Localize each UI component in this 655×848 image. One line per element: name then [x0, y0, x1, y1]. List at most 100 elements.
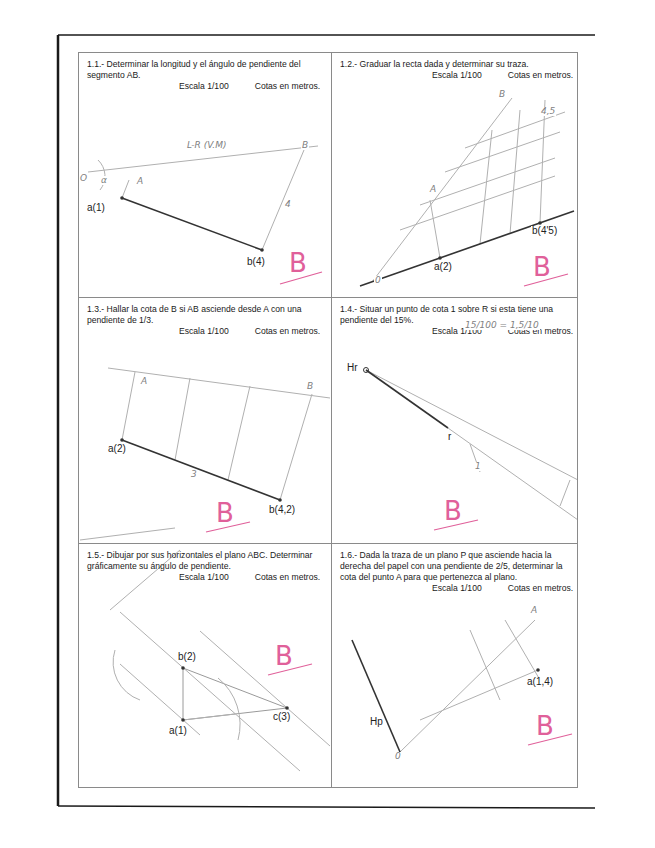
scale-note: Escala 1/100: [179, 572, 229, 582]
scale-note: Cotas en metros.: [255, 81, 320, 91]
construction-line: [372, 98, 512, 282]
handwritten-note: 0: [374, 276, 382, 285]
point-label: a(1): [86, 203, 106, 213]
grade-mark: B: [215, 500, 235, 526]
scale-note: Escala 1/100: [179, 326, 229, 336]
handwritten-note: α: [100, 176, 108, 185]
grade-underline: [434, 520, 478, 530]
handwritten-note: A: [530, 606, 538, 615]
handwritten-note: 1: [474, 462, 482, 471]
construction-line: [122, 180, 129, 198]
construction-line: [88, 146, 318, 172]
construction-line: [175, 378, 190, 460]
handwritten-note: B: [498, 90, 506, 99]
exercise-statement: 1.6.- Dada la traza de un plano P que as…: [332, 544, 577, 583]
scale-note: Cotas en metros.: [508, 583, 573, 593]
segment-ab: [122, 198, 262, 250]
scale-note: Escala 1/100: [179, 81, 229, 91]
exercise-panel: 1.4.- Situar un punto de cota 1 sobre R …: [331, 297, 578, 544]
scan-frame: [58, 35, 595, 808]
grade-underline: [280, 272, 322, 284]
point-label: a(1): [168, 726, 188, 736]
angle-arc: [98, 160, 105, 190]
construction-line: [80, 528, 175, 540]
grade-underline: [524, 274, 568, 286]
exercise-panel: 1.1.- Determinar la longitud y el ángulo…: [78, 52, 332, 298]
construction-line: [228, 386, 250, 480]
point: [181, 718, 185, 722]
construction-line: [445, 132, 560, 172]
construction-line: [262, 150, 304, 250]
scale-note: Escala 1/100: [432, 326, 482, 336]
scale-note: Escala 1/100: [432, 583, 482, 593]
point: [181, 666, 185, 670]
handwritten-note: 3: [190, 470, 198, 479]
segment-ab: [122, 440, 280, 500]
construction-line: [560, 480, 570, 506]
grade-underline: [206, 522, 250, 532]
exercise-statement: 1.3.- Hallar la cota de B si AB asciende…: [79, 298, 331, 326]
point: [120, 438, 124, 442]
handwritten-note: B: [301, 141, 309, 150]
point: [438, 256, 442, 260]
grade-mark: B: [532, 254, 552, 280]
exercise-panel: 1.5.- Dibujar por sus horizontales el pl…: [78, 543, 332, 788]
scale-row: Escala 1/100 Cotas en metros.: [179, 572, 331, 583]
exercise-statement: 1.5.- Dibujar por sus horizontales el pl…: [79, 544, 331, 572]
exercise-statement: 1.4.- Situar un punto de cota 1 sobre R …: [332, 298, 577, 326]
scale-row: Escala 1/100 Cotas en metros.: [179, 81, 331, 92]
scan-edge: [57, 35, 60, 806]
point-label: Hp: [369, 717, 384, 727]
horizontal-line: [120, 612, 300, 771]
construction-line: [280, 394, 312, 500]
handwritten-note: O: [79, 174, 88, 183]
point: [120, 196, 124, 200]
horizontal-line: [120, 664, 200, 735]
construction-line: [448, 428, 578, 520]
grade-underline: [528, 734, 572, 745]
construction-line: [366, 370, 578, 480]
line-r: [366, 370, 448, 428]
handwritten-note: 4,5: [540, 107, 556, 116]
point: [260, 248, 264, 252]
exercise-1-2-drawing: [360, 98, 574, 286]
handwritten-note: L-R (V.M): [186, 141, 227, 150]
exercise-1-3-drawing: [80, 368, 330, 540]
scale-row: Escala 1/100 Cotas en metros.: [432, 583, 577, 594]
point-label: a(2): [433, 262, 453, 272]
point-label: Hr: [346, 363, 359, 373]
point-label: b(4): [246, 257, 266, 267]
construction-line: [420, 158, 555, 205]
exercise-panel: 1.2.- Graduar la recta dada y determinar…: [331, 52, 578, 298]
construction-line: [430, 200, 440, 258]
point-label: b(4'5): [531, 226, 558, 236]
scale-note: Cotas en metros.: [255, 572, 320, 582]
point: [538, 221, 542, 225]
exercise-1-1-drawing: [88, 146, 322, 284]
handwritten-note: 0: [394, 752, 402, 761]
point-label: a(1,4): [526, 677, 554, 687]
point-label: c(3): [272, 712, 291, 722]
construction-line: [122, 372, 135, 440]
grade-mark: B: [535, 713, 555, 739]
grade-mark: B: [443, 498, 463, 524]
exercise-statement: 1.1.- Determinar la longitud y el ángulo…: [79, 53, 331, 81]
scale-row: Escala 1/100Cotas en metros.: [432, 70, 577, 81]
handwritten-note: A: [136, 177, 144, 186]
construction-line: [480, 130, 492, 244]
construction-line: [108, 368, 330, 398]
handwritten-note: A: [429, 185, 437, 194]
angle-arc: [113, 650, 140, 700]
point-label: a(2): [107, 444, 127, 454]
exercise-panel: 1.6.- Dada la traza de un plano P que as…: [331, 543, 578, 788]
grade-mark: B: [274, 643, 294, 669]
construction-line: [400, 176, 555, 230]
scale-note: Cotas en metros.: [508, 70, 573, 80]
construction-line: [470, 444, 480, 472]
plane-trace: [352, 640, 400, 752]
construction-line: [400, 620, 535, 752]
point: [278, 498, 282, 502]
point-label: r: [447, 432, 452, 442]
point-label: b(2): [177, 652, 197, 662]
